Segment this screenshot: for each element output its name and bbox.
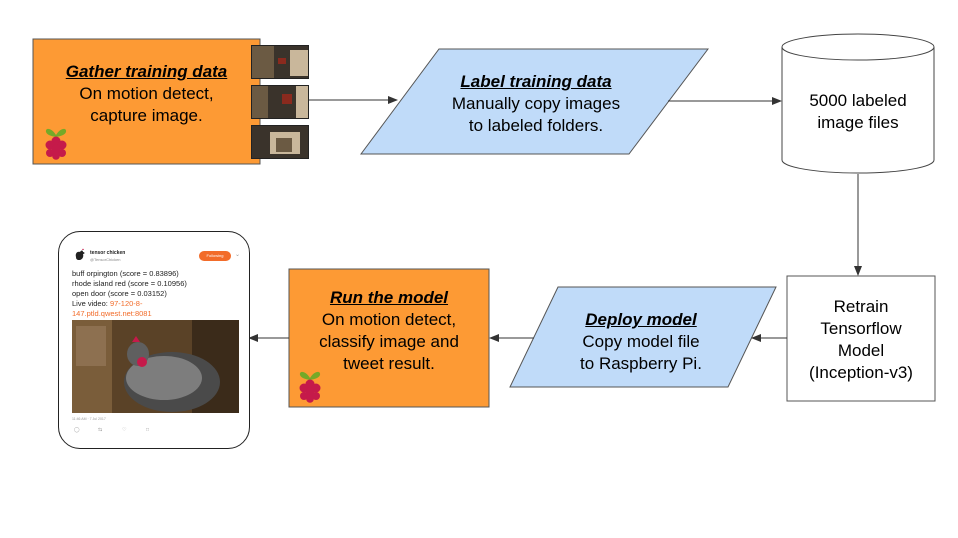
deploy-title: Deploy model <box>585 310 697 329</box>
deploy-label: Deploy model Copy model file to Raspberr… <box>545 309 737 375</box>
run-title: Run the model <box>329 288 449 307</box>
run-line-2: classify image and <box>319 332 459 351</box>
live-video-link[interactable]: 97-120-8- <box>109 299 143 308</box>
tweet-account-name: tensor chicken <box>90 250 126 256</box>
capture-thumbnail <box>251 125 309 159</box>
tweet-text: buff orpington (score = 0.83896) rhode i… <box>72 269 242 319</box>
retrain-line-3: Model <box>837 341 885 360</box>
storage-line-2: image files <box>817 113 899 132</box>
tweet-result-line: buff orpington (score = 0.83896) <box>72 269 179 278</box>
label-title: Label training data <box>460 72 612 91</box>
label-line-1: Manually copy images <box>451 94 621 113</box>
chevron-down-icon[interactable]: ⌄ <box>235 252 241 258</box>
run-line-3: tweet result. <box>343 354 435 373</box>
run-line-1: On motion detect, <box>321 310 457 329</box>
deploy-line-1: Copy model file <box>582 332 700 351</box>
capture-thumbnail <box>251 85 309 119</box>
run-label: Run the model On motion detect, classify… <box>289 287 489 375</box>
storage-label: 5000 labeled image files <box>782 90 934 134</box>
retrain-label: Retrain Tensorflow Model (Inception-v3) <box>787 296 935 384</box>
storage-line-1: 5000 labeled <box>809 91 907 110</box>
retrain-line-2: Tensorflow <box>820 319 902 338</box>
tweet-actions: ◯ ⇆ ♡ □ <box>74 427 170 433</box>
chicken-avatar <box>75 248 85 260</box>
like-icon[interactable]: ♡ <box>122 427 127 433</box>
tweet-result-line: open door (score = 0.03152) <box>72 289 167 298</box>
gather-title: Gather training data <box>65 62 228 81</box>
reply-icon[interactable]: ◯ <box>74 427 80 433</box>
retrain-line-1: Retrain <box>833 297 889 316</box>
deploy-parallelogram <box>509 286 777 388</box>
retrain-line-4: (Inception-v3) <box>809 363 913 382</box>
live-video-link[interactable]: 147.ptld.qwest.net:8081 <box>72 309 152 318</box>
retweet-icon[interactable]: ⇆ <box>98 427 103 433</box>
tweet-handle: @TensorChicken <box>90 257 121 262</box>
label-label: Label training data Manually copy images… <box>406 71 666 137</box>
label-line-2: to labeled folders. <box>468 116 604 135</box>
chicken-photo <box>72 320 239 413</box>
retrain-box <box>786 275 936 402</box>
label-parallelogram <box>360 48 710 155</box>
following-button[interactable]: Following <box>199 251 231 261</box>
tweet-timestamp: 11:46 AM · 7 Jul 2017 <box>72 417 106 421</box>
share-icon[interactable]: □ <box>146 427 150 433</box>
tweet-screenshot: tensor chicken @TensorChicken Following … <box>58 231 250 449</box>
gather-label: Gather training data On motion detect, c… <box>33 61 260 127</box>
deploy-line-2: to Raspberry Pi. <box>580 354 702 373</box>
tweet-result-line: rhode island red (score = 0.10956) <box>72 279 187 288</box>
image-files-cylinder <box>781 33 935 174</box>
raspberry-pi-logo <box>45 128 67 160</box>
live-video-label: Live video: <box>72 299 108 308</box>
gather-line-2: capture image. <box>90 106 203 125</box>
raspberry-pi-logo <box>299 371 321 403</box>
gather-box <box>32 38 261 165</box>
gather-line-1: On motion detect, <box>79 84 214 103</box>
capture-thumbnail <box>251 45 309 79</box>
